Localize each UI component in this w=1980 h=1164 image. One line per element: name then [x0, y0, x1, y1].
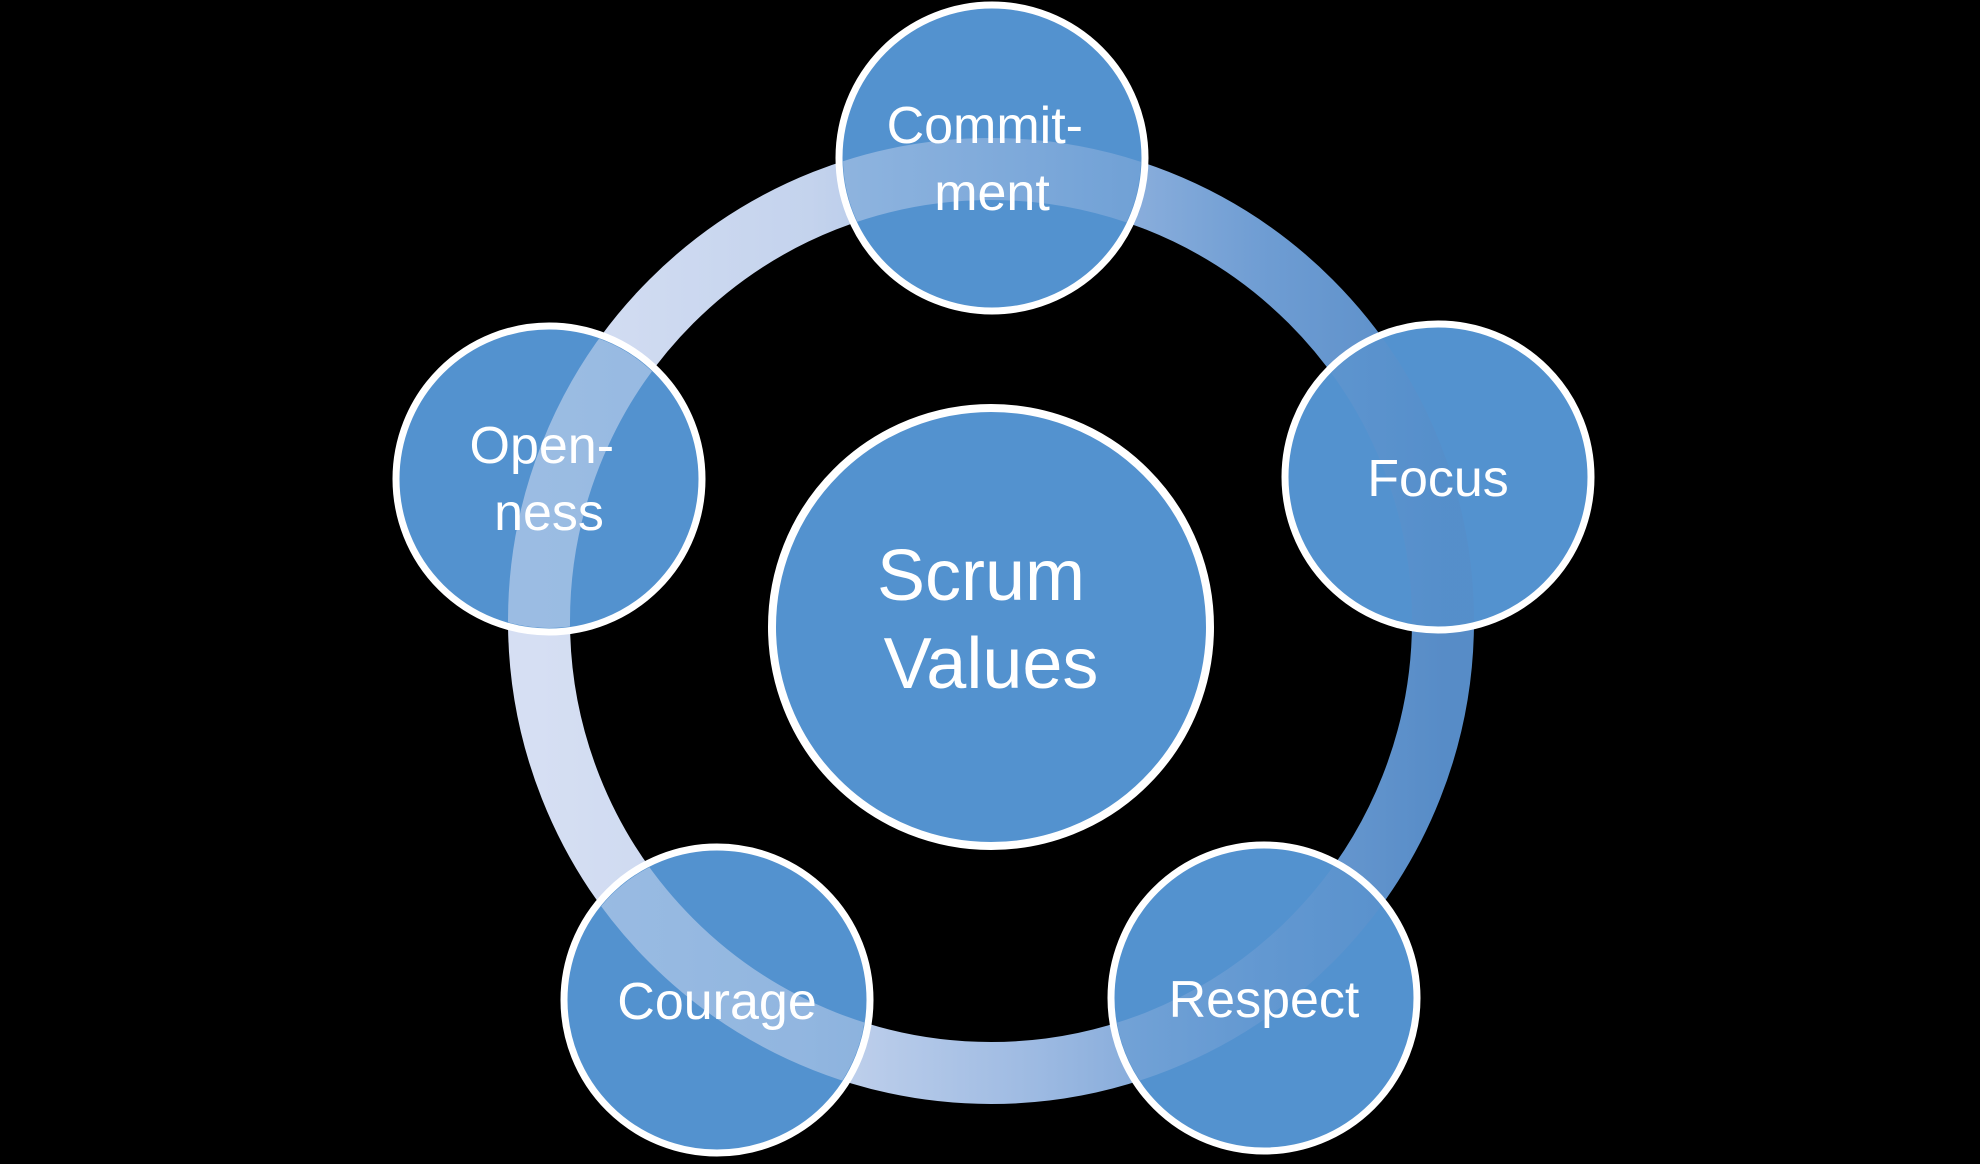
- node-respect-border: [1107, 841, 1421, 1155]
- node-respect-label: Respect: [1169, 971, 1360, 1029]
- node-openness-label-line1: Open-: [470, 417, 615, 475]
- center-label-line2: Values: [884, 624, 1099, 704]
- node-focus-border: [1281, 320, 1595, 634]
- node-commitment-label-line1: Commit-: [887, 97, 1083, 155]
- node-courage-border: [560, 843, 874, 1157]
- node-commitment-label: Commit- ment: [887, 97, 1098, 222]
- center-circle: [768, 404, 1214, 850]
- node-commitment-label-line2: ment: [934, 164, 1050, 222]
- node-focus-label: Focus: [1367, 450, 1509, 508]
- node-openness-border: [392, 322, 706, 636]
- center-label-line1: Scrum: [877, 536, 1085, 616]
- node-openness-label-line2: ness: [494, 484, 604, 542]
- node-commitment-border: [835, 1, 1149, 315]
- node-courage-label: Courage: [617, 973, 816, 1031]
- satellite-node-borders: [392, 1, 1595, 1157]
- node-openness-label: Open- ness: [470, 417, 629, 542]
- center-circle-label: Scrum Values: [877, 536, 1105, 704]
